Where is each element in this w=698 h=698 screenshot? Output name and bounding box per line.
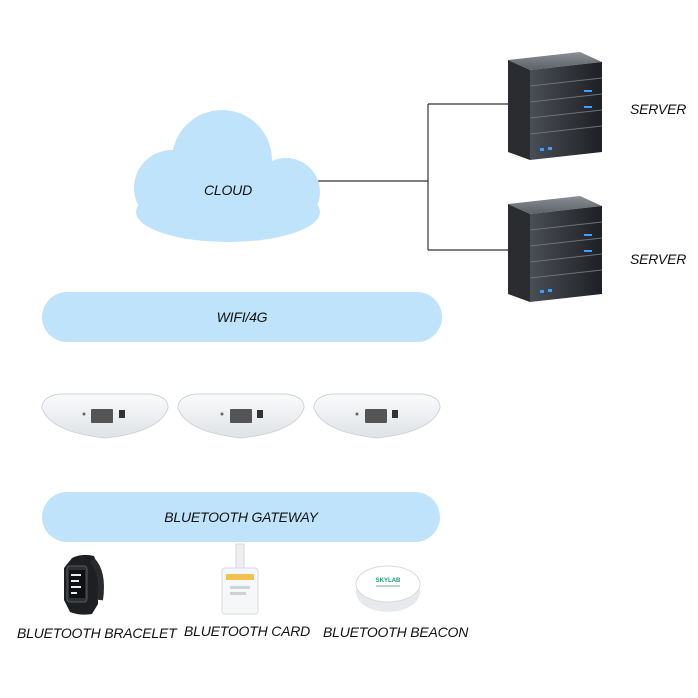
beacon-label: BLUETOOTH BEACON: [323, 624, 469, 640]
server-2-icon: [508, 196, 603, 302]
wifi-4g-bar: WIFI/4G: [42, 292, 442, 342]
cloud-label: CLOUD: [204, 182, 253, 198]
bluetooth-gateway-bar: BLUETOOTH GATEWAY: [42, 492, 440, 542]
card-label: BLUETOOTH CARD: [184, 623, 311, 639]
bracelet-label: BLUETOOTH BRACELET: [17, 625, 177, 641]
gateway-1-icon: [41, 393, 169, 439]
server-1-icon: [508, 52, 603, 160]
card-icon: [221, 543, 259, 615]
beacon-brand-text: SKYLAB: [376, 578, 401, 584]
bracelet-icon: [64, 554, 104, 615]
gateway-3-icon: [313, 393, 441, 439]
server-1-label: SERVER: [630, 101, 687, 117]
wifi-4g-label: WIFI/4G: [216, 309, 268, 325]
gateway-2-icon: [177, 393, 305, 439]
server-2-label: SERVER: [630, 251, 687, 267]
beacon-icon: SKYLAB: [355, 565, 421, 612]
bluetooth-gateway-label: BLUETOOTH GATEWAY: [164, 509, 318, 525]
